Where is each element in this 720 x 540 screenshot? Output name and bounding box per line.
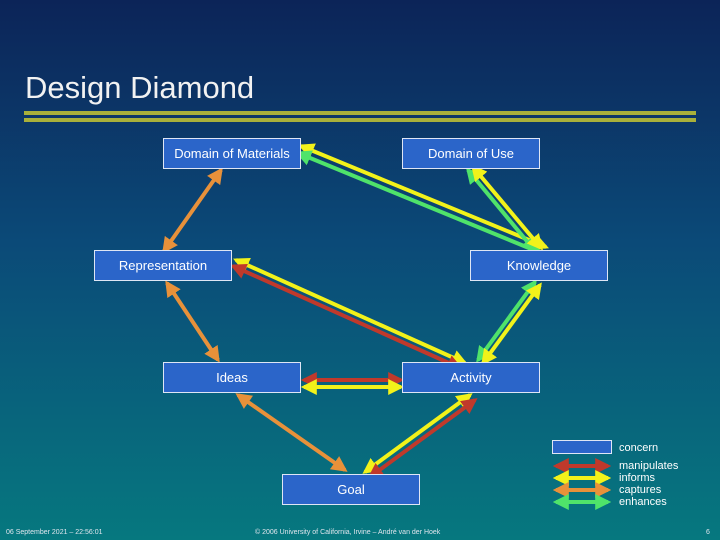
node-label: Goal	[337, 482, 365, 497]
arrow-representation-activity-yellow	[233, 257, 468, 366]
node-label: Activity	[450, 370, 492, 385]
arrow-knowledge-activity-green	[476, 279, 537, 363]
legend-label-manipulates: manipulates	[619, 460, 679, 472]
title-rule-lower	[24, 118, 696, 122]
node-goal: Goal	[282, 474, 420, 505]
node-label: Ideas	[216, 370, 248, 385]
arrow-use-knowledge-yellow	[470, 164, 544, 251]
arrow-materials-representation	[162, 167, 223, 254]
node-representation: Representation	[94, 250, 232, 281]
slide-title: Design Diamond	[25, 70, 255, 105]
legend-label-informs: informs	[619, 472, 656, 484]
title-rule-upper	[24, 111, 696, 115]
legend-swatch-concern	[552, 440, 612, 454]
legend-label-concern: concern	[619, 442, 659, 454]
footer-copyright: © 2006 University of California, Irvine …	[255, 529, 441, 536]
node-domain-of-materials: Domain of Materials	[163, 138, 301, 169]
footer-date: 06 September 2021 – 22:56:01	[6, 529, 103, 536]
arrow-ideas-goal	[235, 393, 348, 472]
node-activity: Activity	[402, 362, 540, 393]
node-ideas: Ideas	[163, 362, 301, 393]
arrow-activity-goal-yellow	[362, 393, 473, 474]
node-label: Domain of Materials	[174, 146, 290, 161]
arrow-representation-ideas	[165, 280, 220, 363]
node-knowledge: Knowledge	[470, 250, 608, 281]
arrow-representation-activity-red	[230, 263, 463, 371]
legend-label-captures: captures	[619, 484, 662, 496]
arrow-knowledge-activity-yellow	[481, 282, 542, 366]
node-domain-of-use: Domain of Use	[402, 138, 540, 169]
legend-label-enhances: enhances	[619, 496, 667, 508]
node-label: Knowledge	[506, 258, 572, 273]
node-label: Domain of Use	[428, 146, 514, 161]
footer-page-number: 6	[706, 529, 710, 536]
arrow-activity-goal-red	[367, 398, 478, 479]
node-label: Representation	[118, 258, 208, 273]
